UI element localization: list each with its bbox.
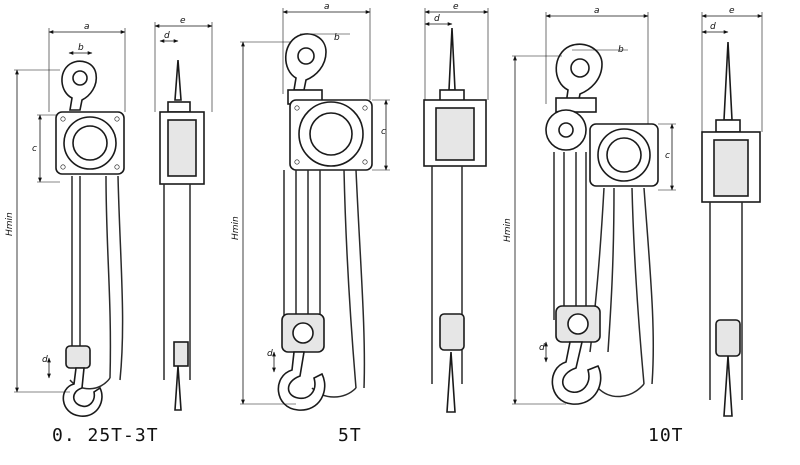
hand-chain-small xyxy=(105,175,124,381)
bottom-hook-large xyxy=(551,341,602,405)
hoist-side-small xyxy=(159,59,205,411)
hoist-front-large xyxy=(545,43,659,405)
dim-hmin-large: Hmin xyxy=(503,218,513,242)
dim-c-small: c xyxy=(32,144,37,154)
hoist-side-large xyxy=(701,41,761,417)
hand-chain-mid xyxy=(343,169,366,389)
caption-small: 0. 25T-3T xyxy=(52,425,159,446)
dimensions-large: a b c Hmin d e d xyxy=(503,6,763,405)
load-chain-large xyxy=(553,152,587,320)
dimensions-mid: a b c Hmin d e d xyxy=(231,2,489,405)
hoist-side-mid xyxy=(423,27,487,413)
caption-large: 10T xyxy=(648,425,684,446)
hoist-front-mid xyxy=(277,33,373,411)
dim-c-mid: c xyxy=(381,127,386,137)
dim-d2-mid: d xyxy=(434,14,440,24)
dim-a-mid: a xyxy=(324,2,330,12)
bottom-block-small xyxy=(65,345,91,369)
dim-d-large: d xyxy=(539,343,545,353)
hand-chain-large xyxy=(589,187,655,385)
dim-d-mid: d xyxy=(267,349,273,359)
dim-e-small: e xyxy=(180,16,186,26)
bottom-hook-mid xyxy=(277,351,326,411)
dim-hmin-small: Hmin xyxy=(5,212,15,236)
dim-e-mid: e xyxy=(453,2,459,12)
dim-d2-small: d xyxy=(164,31,170,41)
dim-hmin-mid: Hmin xyxy=(231,216,241,240)
bottom-hook-small xyxy=(62,367,103,417)
caption-mid: 5T xyxy=(338,425,362,446)
dim-e-large: e xyxy=(729,6,735,16)
load-chain-small xyxy=(71,176,81,356)
dim-b-large: b xyxy=(618,45,624,55)
dim-d2-large: d xyxy=(710,22,716,32)
dim-a-small: a xyxy=(84,22,90,32)
dim-b-small: b xyxy=(78,43,84,53)
dim-a-large: a xyxy=(594,6,600,16)
hoist-front-small xyxy=(55,60,125,417)
dim-c-large: c xyxy=(665,151,670,161)
dim-d-small: d xyxy=(42,355,48,365)
load-chain-mid xyxy=(283,170,321,320)
dimensions-small: a b c Hmin d e d xyxy=(5,16,213,393)
dim-b-mid: b xyxy=(334,33,340,43)
